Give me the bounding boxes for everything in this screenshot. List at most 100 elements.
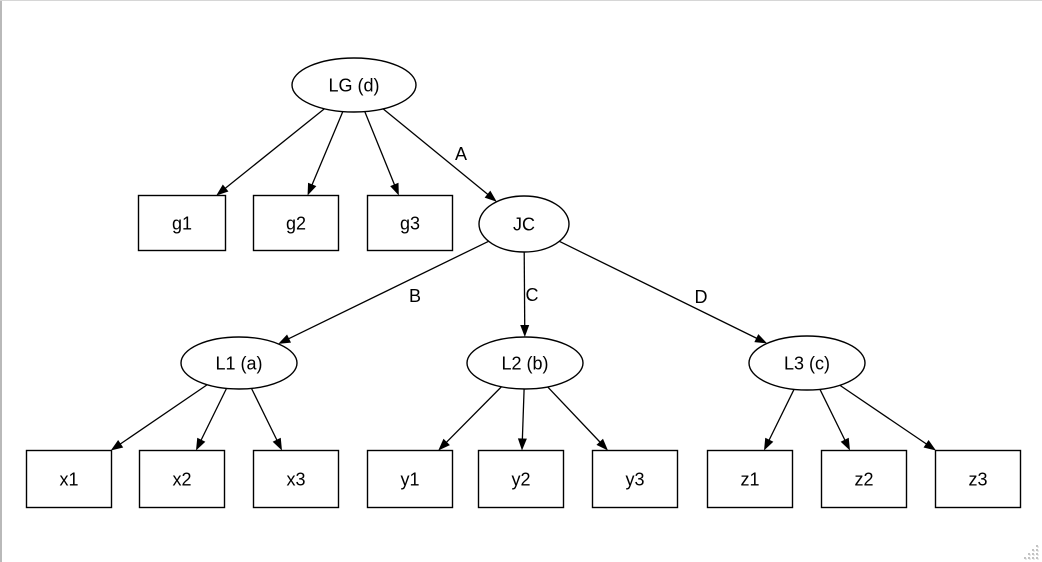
arrowhead-icon: [754, 334, 768, 344]
edge-label-A: A: [455, 144, 467, 164]
edge-label-D: D: [695, 287, 708, 307]
window-left-border: [0, 0, 2, 562]
node-label-y2: y2: [511, 470, 530, 490]
edge-label-C: C: [526, 285, 539, 305]
edge-L3-z3: [839, 384, 936, 451]
arrowhead-icon: [307, 182, 317, 196]
node-label-z1: z1: [740, 470, 759, 490]
node-x1: x1: [25, 449, 113, 509]
node-L1: L1 (a): [180, 336, 298, 390]
edge-label-B: B: [409, 286, 421, 306]
arrowhead-icon: [438, 438, 450, 451]
node-label-g2: g2: [286, 214, 306, 234]
node-shape-ellipse: [180, 336, 298, 390]
edge-L1-x2: [196, 388, 228, 451]
arrowhead-icon: [840, 437, 850, 451]
node-shape-rect: [138, 449, 226, 509]
arrowhead-icon: [272, 437, 282, 451]
node-label-L2: L2 (b): [501, 354, 548, 374]
node-shape-rect: [252, 449, 340, 509]
node-label-LG: LG (d): [328, 76, 379, 96]
edge-LG-g1: [216, 108, 325, 196]
grip-dot: [1036, 553, 1038, 555]
node-shape-rect: [25, 449, 113, 509]
edge-L2-y3: [547, 386, 608, 451]
edge-JC-L3: D: [559, 240, 768, 344]
node-x3: x3: [252, 449, 340, 509]
arrowhead-icon: [596, 438, 608, 451]
node-y1: y1: [366, 449, 454, 509]
arrowhead-icon: [520, 324, 530, 338]
node-shape-rect: [591, 449, 679, 509]
node-shape-rect: [366, 449, 454, 509]
node-LG: LG (d): [291, 57, 417, 113]
grip-dot: [1032, 557, 1034, 559]
node-shape-rect: [252, 194, 340, 252]
edge-L1-x3: [250, 388, 282, 451]
node-z1: z1: [706, 449, 794, 509]
edge-LG-g3: [364, 111, 399, 196]
node-g3: g3: [366, 194, 454, 252]
node-y3: y3: [591, 449, 679, 509]
node-label-L1: L1 (a): [215, 354, 262, 374]
grip-dot: [1032, 549, 1034, 551]
node-shape-ellipse: [478, 195, 570, 253]
node-label-g1: g1: [172, 214, 192, 234]
edge-L1-x1: [110, 384, 208, 451]
arrowhead-icon: [110, 440, 124, 451]
grip-dot: [1036, 549, 1038, 551]
arrowhead-icon: [390, 182, 399, 196]
node-label-z3: z3: [968, 470, 987, 490]
node-g1: g1: [137, 194, 227, 252]
node-shape-rect: [366, 194, 454, 252]
grip-dot: [1024, 557, 1026, 559]
edge-JC-L1: B: [278, 240, 489, 344]
node-shape-rect: [820, 449, 908, 509]
node-shape-rect: [706, 449, 794, 509]
node-shape-ellipse: [291, 57, 417, 113]
node-shape-rect: [934, 449, 1022, 509]
edge-LG-JC: A: [382, 108, 497, 202]
arrowhead-icon: [196, 437, 206, 451]
arrowhead-icon: [216, 184, 229, 196]
grip-dot: [1032, 553, 1034, 555]
grip-dot: [1028, 553, 1030, 555]
node-label-x1: x1: [59, 470, 78, 490]
edge-JC-L2: C: [520, 251, 539, 338]
edge-L3-z2: [819, 389, 850, 451]
grip-dot: [1028, 557, 1030, 559]
edge-LG-g2: [307, 111, 344, 196]
edge-L2-y2: [517, 388, 527, 451]
node-z2: z2: [820, 449, 908, 509]
node-shape-rect: [477, 449, 565, 509]
arrowhead-icon: [517, 438, 527, 451]
window-top-border: [0, 0, 1042, 1]
node-label-g3: g3: [400, 214, 420, 234]
resize-grip-icon[interactable]: [1022, 544, 1040, 560]
node-z3: z3: [934, 449, 1022, 509]
node-L3: L3 (c): [748, 335, 866, 391]
node-y2: y2: [477, 449, 565, 509]
node-L2: L2 (b): [466, 336, 584, 390]
arrowhead-icon: [278, 334, 292, 344]
edge-L2-y1: [438, 386, 502, 451]
node-label-x3: x3: [286, 470, 305, 490]
node-label-L3: L3 (c): [784, 354, 830, 374]
node-shape-ellipse: [466, 336, 584, 390]
node-label-x2: x2: [172, 470, 191, 490]
arrowhead-icon: [923, 440, 936, 451]
arrowhead-icon: [484, 190, 497, 202]
node-label-JC: JC: [513, 215, 535, 235]
node-label-y1: y1: [400, 470, 419, 490]
node-shape-rect: [137, 194, 227, 252]
node-label-z2: z2: [854, 470, 873, 490]
node-g2: g2: [252, 194, 340, 252]
grip-dot: [1036, 545, 1038, 547]
node-x2: x2: [138, 449, 226, 509]
grip-dot: [1036, 557, 1038, 559]
edge-L3-z1: [764, 389, 795, 451]
node-JC: JC: [478, 195, 570, 253]
node-shape-ellipse: [748, 335, 866, 391]
